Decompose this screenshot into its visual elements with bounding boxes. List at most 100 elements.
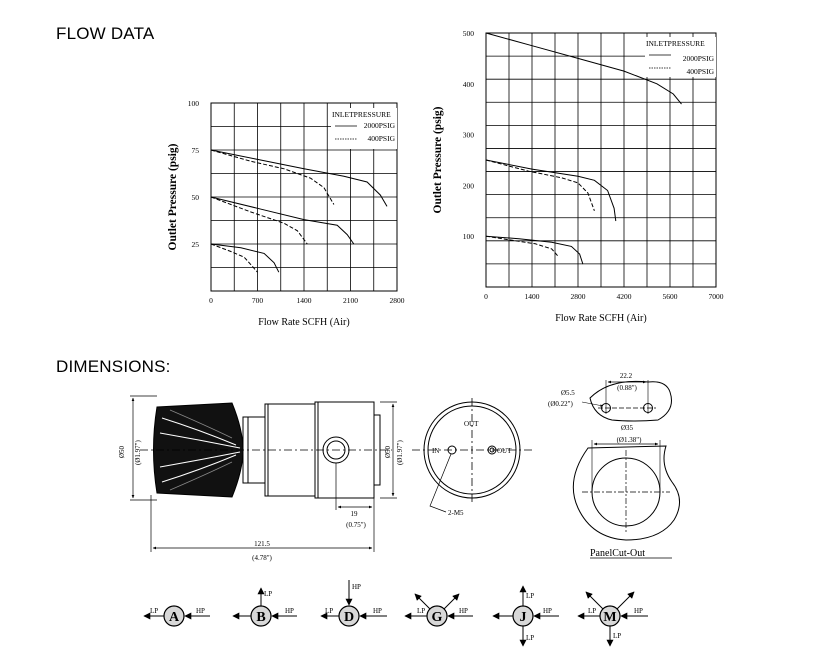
- legend-box: [645, 37, 716, 77]
- port-letter: D: [344, 610, 354, 625]
- series-400psig-curve: [210, 149, 335, 205]
- dia-left-inch-label: (Ø1.97"): [134, 440, 142, 465]
- legend-entry: 2000PSIG: [364, 121, 396, 130]
- front-in-label: IN: [432, 447, 439, 455]
- x-axis-label: Flow Rate SCFH (Air): [258, 317, 349, 328]
- offset-label: 19: [351, 510, 359, 518]
- x-tick-label: 1400: [525, 292, 540, 301]
- panel-cutout-label: PanelCut-Out: [590, 548, 645, 559]
- port-hp-label: HP: [373, 607, 382, 615]
- port-letter: J: [520, 610, 527, 625]
- y-tick-label: 100: [463, 232, 475, 241]
- series-400psig-curve: [210, 196, 308, 245]
- port-letter: G: [432, 610, 443, 625]
- legend-entry: 400PSIG: [686, 67, 714, 76]
- port-lp-label: LP: [417, 607, 425, 615]
- port-configurations: A LP HP B LP HP D LP HP HP G LP HP J LP HP LP M LP HP LP: [143, 580, 648, 647]
- hole-spacing-label: 22.2: [620, 372, 633, 380]
- flow-charts: INLETPRESSURE 2000PSIG 400PSIG 0 700 1400 2100…: [167, 29, 724, 328]
- lp-diag-arrow: [414, 593, 431, 610]
- port-lp-label: LP: [325, 607, 333, 615]
- x-tick-label: 2100: [343, 296, 358, 305]
- legend-box: [331, 108, 397, 149]
- x-tick-label: 0: [484, 292, 488, 301]
- regulator-front-view: [412, 398, 532, 513]
- port-lp-label: LP: [264, 590, 272, 598]
- series-2000psig-curve: [210, 149, 388, 207]
- front-out-side-label: OUT: [497, 447, 512, 455]
- port-hp-label: HP: [543, 607, 552, 615]
- flow-chart-2: INLETPRESSURE 2000PSIG 400PSIG 0 1400 2800 420…: [432, 29, 724, 324]
- x-tick-label: 1400: [297, 296, 312, 305]
- y-tick-label: 100: [188, 99, 200, 108]
- y-tick-label: 25: [192, 240, 200, 249]
- hole-dia-inch-label: (Ø0.22"): [548, 400, 573, 408]
- port-hp-label: HP: [196, 607, 205, 615]
- port-lp-label: LP: [613, 632, 621, 640]
- cutout-dia-inch-label: (Ø1.38"): [617, 436, 642, 444]
- legend-entry: 400PSIG: [367, 134, 395, 143]
- x-tick-label: 2800: [390, 296, 405, 305]
- panel-cutout: [572, 440, 680, 559]
- x-tick-label: 4200: [617, 292, 632, 301]
- length-label: 121.5: [254, 540, 270, 548]
- port-hp-label: HP: [634, 607, 643, 615]
- length-inch-label: (4.78"): [252, 554, 272, 562]
- series-2000psig-curve: [210, 196, 355, 245]
- cutout-dia-label: Ø35: [621, 424, 634, 432]
- port-config-b: B LP HP: [232, 587, 297, 627]
- port-lp-label: LP: [526, 634, 534, 642]
- y-tick-label: 50: [192, 193, 200, 202]
- port-config-g: G LP HP: [404, 593, 473, 627]
- series-400psig-curve: [210, 243, 258, 273]
- port-letter: A: [169, 610, 180, 625]
- y-tick-label: 75: [192, 146, 200, 155]
- x-axis-label: Flow Rate SCFH (Air): [555, 313, 646, 324]
- y-tick-label: 500: [463, 29, 475, 38]
- y-axis-label: Outlet Pressure (psig): [167, 143, 179, 250]
- series-400psig-curve: [485, 235, 559, 257]
- diag-arrow: [443, 593, 460, 610]
- flow-data-heading: FLOW DATA: [56, 24, 155, 43]
- port-letter: M: [603, 610, 616, 625]
- dimensions-heading: DIMENSIONS:: [56, 357, 171, 376]
- offset-inch-label: (0.75"): [346, 521, 366, 529]
- legend-entry: 2000PSIG: [683, 54, 715, 63]
- port-lp-label: LP: [588, 607, 596, 615]
- port-hp-label: HP: [285, 607, 294, 615]
- panel-mount-holes: [581, 380, 672, 422]
- x-tick-label: 2800: [571, 292, 586, 301]
- x-tick-label: 5600: [663, 292, 678, 301]
- x-tick-label: 700: [252, 296, 264, 305]
- regulator-side-view: [130, 395, 397, 552]
- port-letter: B: [256, 610, 265, 625]
- port-lp-label: LP: [526, 592, 534, 600]
- x-tick-label: 7000: [709, 292, 724, 301]
- y-tick-label: 300: [463, 131, 475, 140]
- port-config-d: D LP HP HP: [320, 580, 387, 627]
- port-config-j: J LP HP LP: [492, 585, 559, 647]
- y-tick-label: 400: [463, 80, 475, 89]
- legend-title: INLETPRESSURE: [646, 39, 705, 48]
- port-config-m: M LP HP LP: [577, 591, 648, 647]
- port-config-a: A LP HP: [143, 605, 210, 627]
- series-2000psig-curve: [485, 235, 584, 265]
- thread-label: 2-M5: [448, 509, 464, 517]
- port-hp-label: HP: [352, 583, 361, 591]
- diag-arrow: [585, 591, 604, 610]
- legend-title: INLETPRESSURE: [332, 110, 391, 119]
- front-out-top-label: OUT: [464, 420, 479, 428]
- series-2000psig-curve: [485, 159, 617, 222]
- series-400psig-curve: [485, 159, 595, 211]
- port-hp-label: HP: [459, 607, 468, 615]
- series-2000psig-curve: [485, 32, 682, 105]
- flow-chart-1: INLETPRESSURE 2000PSIG 400PSIG 0 700 1400 2100…: [167, 99, 405, 328]
- series-2000psig-curve: [210, 243, 280, 273]
- y-axis-label: Outlet Pressure (psig): [432, 106, 444, 213]
- port-lp-label: LP: [150, 607, 158, 615]
- dia-right-label: Ø50: [384, 445, 392, 458]
- x-tick-label: 0: [209, 296, 213, 305]
- y-tick-label: 200: [463, 181, 475, 190]
- diag-arrow: [616, 591, 635, 610]
